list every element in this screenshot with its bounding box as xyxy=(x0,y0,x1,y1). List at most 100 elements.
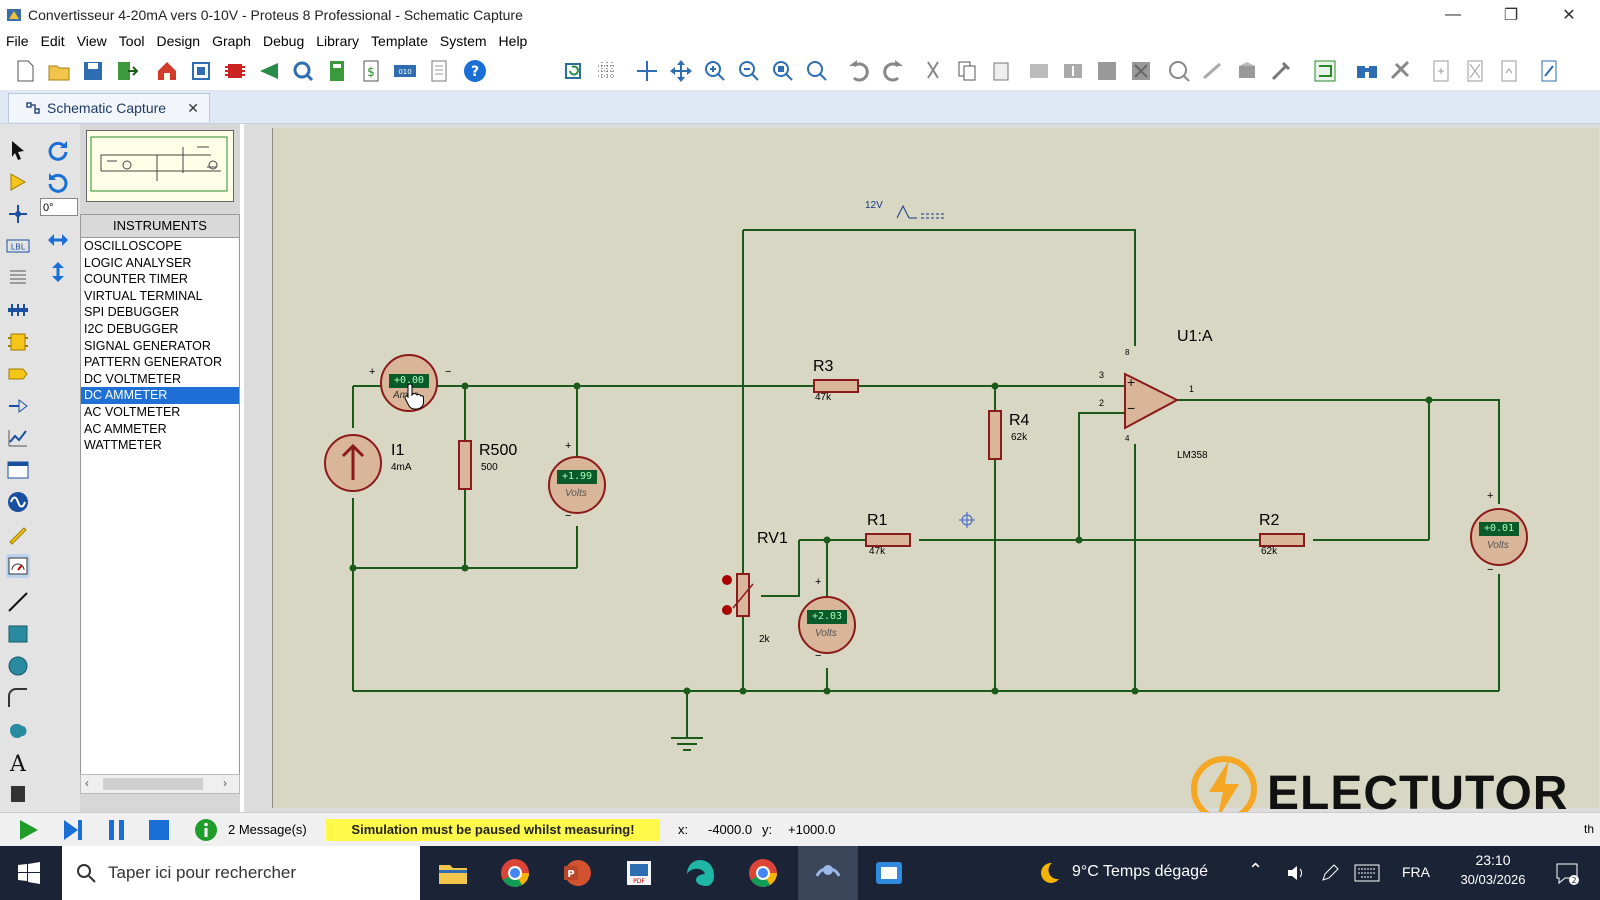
property-assignment-icon[interactable] xyxy=(1388,58,1414,84)
tape-recorder-mode-icon[interactable] xyxy=(6,458,30,482)
windows-start-icon[interactable] xyxy=(18,862,40,884)
resistor-r4[interactable] xyxy=(988,410,1002,460)
menu-file[interactable]: File xyxy=(6,33,29,49)
weather-text[interactable]: 9°C Temps dégagé xyxy=(1072,863,1208,880)
refresh-icon[interactable] xyxy=(560,58,586,84)
selection-mode-icon[interactable] xyxy=(6,138,30,162)
clock-date[interactable]: 30/03/2026 xyxy=(1460,872,1526,887)
junction-dot-mode-icon[interactable] xyxy=(6,202,30,226)
remote-app-icon[interactable] xyxy=(872,856,906,890)
pause-icon[interactable] xyxy=(104,818,130,842)
tab-close-icon[interactable]: ✕ xyxy=(187,99,199,116)
open-folder-icon[interactable] xyxy=(46,58,72,84)
wire-label-mode-icon[interactable]: LBL xyxy=(6,234,30,258)
zoom-in-icon[interactable] xyxy=(702,58,728,84)
instrument-wattmeter[interactable]: WATTMETER xyxy=(84,438,162,453)
instrument-dc-ammeter[interactable]: DC AMMETER xyxy=(81,387,239,404)
instrument-dc-voltmeter[interactable]: DC VOLTMETER xyxy=(84,371,181,386)
editing-window[interactable]: 12V I1 4mA + − +0.00 Amps R500 500 + − +… xyxy=(244,124,1600,822)
home-icon[interactable] xyxy=(154,58,180,84)
resistor-r2[interactable] xyxy=(1259,533,1315,547)
stop-icon[interactable] xyxy=(146,818,172,842)
instrument-oscilloscope[interactable]: OSCILLOSCOPE xyxy=(84,239,182,253)
volume-icon[interactable] xyxy=(1286,863,1306,883)
input-language[interactable]: FRA xyxy=(1402,864,1430,880)
minimize-button[interactable]: — xyxy=(1445,6,1461,23)
mirror-horizontal-icon[interactable] xyxy=(46,228,70,252)
edge-icon[interactable] xyxy=(684,856,718,890)
wire-autorouter-icon[interactable] xyxy=(1312,58,1338,84)
taskbar-search-box[interactable]: Taper ici pour rechercher xyxy=(62,846,420,900)
grid-icon[interactable] xyxy=(594,58,620,84)
remove-sheet-icon[interactable] xyxy=(1462,58,1488,84)
undo-icon[interactable] xyxy=(846,58,872,84)
dc-voltmeter-3-icon[interactable] xyxy=(1469,506,1529,568)
file-explorer-icon[interactable] xyxy=(436,856,470,890)
power-terminal-icon[interactable] xyxy=(885,202,945,226)
box-draw-icon[interactable] xyxy=(6,622,30,646)
menu-view[interactable]: View xyxy=(76,33,107,49)
menu-graph[interactable]: Graph xyxy=(212,33,251,49)
exit-parent-icon[interactable] xyxy=(1496,58,1522,84)
step-icon[interactable] xyxy=(60,818,86,842)
terminals-mode-icon[interactable] xyxy=(6,362,30,386)
overview-window[interactable] xyxy=(86,130,234,202)
device-pins-mode-icon[interactable] xyxy=(6,394,30,418)
block-copy-icon[interactable] xyxy=(1026,58,1052,84)
bill-of-materials-icon[interactable]: $ xyxy=(358,58,384,84)
block-delete-icon[interactable] xyxy=(1128,58,1154,84)
keyboard-icon[interactable] xyxy=(1354,864,1380,882)
powerpoint-icon[interactable]: P xyxy=(560,856,594,890)
subcircuit-mode-icon[interactable] xyxy=(6,330,30,354)
redo-icon[interactable] xyxy=(880,58,906,84)
menu-system[interactable]: System xyxy=(439,33,487,49)
menu-help[interactable]: Help xyxy=(498,33,528,49)
menu-library[interactable]: Library xyxy=(316,33,360,49)
symbol-draw-icon[interactable] xyxy=(6,782,30,806)
schematic-sheet[interactable]: 12V I1 4mA + − +0.00 Amps R500 500 + − +… xyxy=(272,128,1599,822)
restore-button[interactable]: ❐ xyxy=(1503,7,1519,24)
pan-icon[interactable] xyxy=(668,58,694,84)
arc-draw-icon[interactable] xyxy=(6,686,30,710)
zoom-all-icon[interactable] xyxy=(770,58,796,84)
buses-mode-icon[interactable] xyxy=(6,298,30,322)
instrument-ac-voltmeter[interactable]: AC VOLTMETER xyxy=(84,404,181,419)
menu-debug[interactable]: Debug xyxy=(262,33,305,49)
instrument-i2c-debugger[interactable]: I2C DEBUGGER xyxy=(84,321,179,336)
notifications-icon[interactable]: 2 xyxy=(1554,860,1580,886)
dc-voltmeter-1-icon[interactable] xyxy=(547,454,607,516)
circle-draw-icon[interactable] xyxy=(6,654,30,678)
close-button[interactable]: ✕ xyxy=(1562,7,1576,24)
pen-icon[interactable] xyxy=(1320,863,1340,883)
virtual-instruments-mode-icon[interactable] xyxy=(6,554,30,578)
zoom-area-icon[interactable] xyxy=(804,58,830,84)
image-viewer-icon[interactable]: PDF xyxy=(622,856,656,890)
scroll-right-icon[interactable]: › xyxy=(223,776,227,790)
schematic-icon[interactable] xyxy=(188,58,214,84)
opamp-u1a[interactable] xyxy=(1119,368,1183,448)
notes-icon[interactable] xyxy=(426,58,452,84)
text-draw-icon[interactable]: A xyxy=(6,750,30,774)
zoom-out-icon[interactable] xyxy=(736,58,762,84)
taskbar-active-app[interactable] xyxy=(798,846,858,900)
chrome-icon-2[interactable] xyxy=(746,856,780,890)
new-sheet-icon[interactable] xyxy=(1428,58,1454,84)
3d-view-icon[interactable] xyxy=(256,58,282,84)
rotate-anticlockwise-icon[interactable] xyxy=(46,170,70,194)
menu-edit[interactable]: Edit xyxy=(40,33,65,49)
potentiometer-rv1[interactable] xyxy=(719,566,769,626)
import-icon[interactable] xyxy=(114,58,140,84)
source-code-icon[interactable]: 010 xyxy=(392,58,418,84)
block-move-icon[interactable] xyxy=(1060,58,1086,84)
generator-mode-icon[interactable] xyxy=(6,490,30,514)
instrument-virtual-terminal[interactable]: VIRTUAL TERMINAL xyxy=(84,288,203,303)
instrument-counter-timer[interactable]: COUNTER TIMER xyxy=(84,272,188,287)
line-draw-icon[interactable] xyxy=(6,590,30,614)
packaging-tool-icon[interactable] xyxy=(1234,58,1260,84)
chrome-icon[interactable] xyxy=(498,856,532,890)
search-tag-icon[interactable] xyxy=(1354,58,1380,84)
gerber-icon[interactable] xyxy=(290,58,316,84)
component-mode-icon[interactable] xyxy=(6,170,30,194)
dc-voltmeter-2-icon[interactable] xyxy=(797,594,857,656)
copy-icon[interactable] xyxy=(954,58,980,84)
